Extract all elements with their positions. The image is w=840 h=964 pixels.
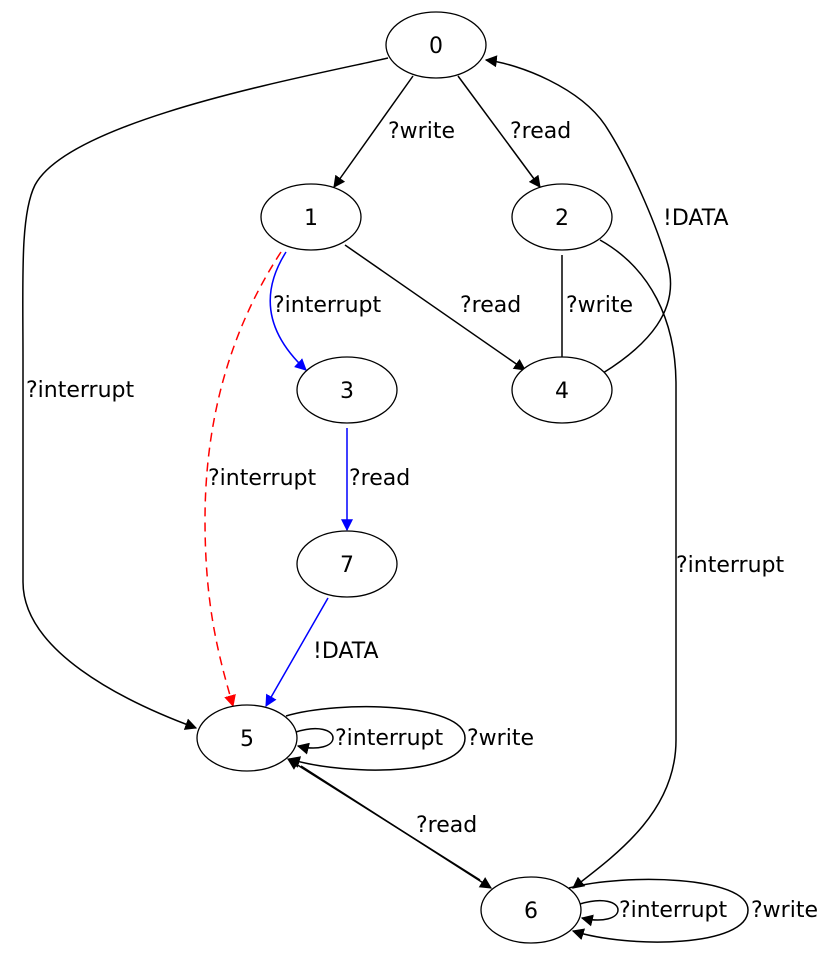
nodes: 0 1 2 3 4 7 5 6 (196, 11, 613, 944)
edge-0-1: ?write (333, 75, 455, 188)
edge-label-1-4: ?read (460, 293, 521, 318)
edge-label-0-5: ?interrupt (26, 378, 135, 403)
edge-1-4: ?read (344, 244, 526, 371)
edge-2-4: ?write (556, 255, 633, 370)
state-node-2-label: 2 (555, 206, 569, 231)
state-node-0[interactable]: 0 (385, 11, 487, 79)
state-node-3-label: 3 (340, 379, 354, 404)
edges: ?write ?read ?interrupt !DATA ?interrupt… (22, 55, 818, 943)
edge-label-0-2: ?read (510, 119, 571, 144)
edge-2-6: ?interrupt (572, 239, 785, 889)
edge-label-0-1: ?write (388, 119, 455, 144)
state-node-0-label: 0 (429, 34, 443, 59)
edge-0-5: ?interrupt (22, 57, 389, 730)
edge-5-5-interrupt: ?interrupt (295, 726, 444, 755)
edge-label-5-5-interrupt: ?interrupt (335, 726, 444, 751)
edge-label-5-6: ?read (416, 813, 477, 838)
state-node-7-label: 7 (340, 553, 354, 578)
state-node-6-label: 6 (524, 899, 538, 924)
edge-label-5-5-write: ?write (467, 726, 534, 751)
edge-6-6-interrupt: ?interrupt (579, 898, 728, 927)
state-node-5[interactable]: 5 (196, 704, 298, 772)
edge-6-6-write: ?write (568, 878, 818, 943)
edge-label-1-3: ?interrupt (273, 293, 382, 318)
edge-label-6-6-write: ?write (751, 898, 818, 923)
edge-label-6-6-interrupt: ?interrupt (619, 898, 728, 923)
edge-4-0: !DATA (484, 55, 729, 374)
state-node-2[interactable]: 2 (511, 183, 613, 251)
edge-7-5: !DATA (265, 597, 379, 708)
edge-label-1-5: ?interrupt (208, 466, 317, 491)
edge-5-5-write: ?write (285, 706, 534, 771)
edge-label-2-6: ?interrupt (676, 553, 785, 578)
state-node-4[interactable]: 4 (511, 356, 613, 424)
edge-label-4-0: !DATA (663, 206, 729, 231)
edge-1-3: ?interrupt (269, 251, 382, 371)
edge-label-2-4: ?write (566, 293, 633, 318)
state-node-1-label: 1 (304, 206, 318, 231)
state-node-3[interactable]: 3 (296, 356, 398, 424)
edge-label-3-7: ?read (349, 466, 410, 491)
edge-label-7-5: !DATA (313, 639, 379, 664)
state-node-5-label: 5 (240, 727, 254, 752)
edge-0-2: ?read (457, 75, 571, 188)
state-node-7[interactable]: 7 (296, 530, 398, 598)
state-node-1[interactable]: 1 (260, 183, 362, 251)
state-node-4-label: 4 (555, 379, 569, 404)
edge-5-6: ?read (286, 758, 493, 889)
edge-3-7: ?read (341, 428, 410, 532)
edge-1-5: ?interrupt (204, 251, 317, 708)
state-node-6[interactable]: 6 (480, 876, 582, 944)
